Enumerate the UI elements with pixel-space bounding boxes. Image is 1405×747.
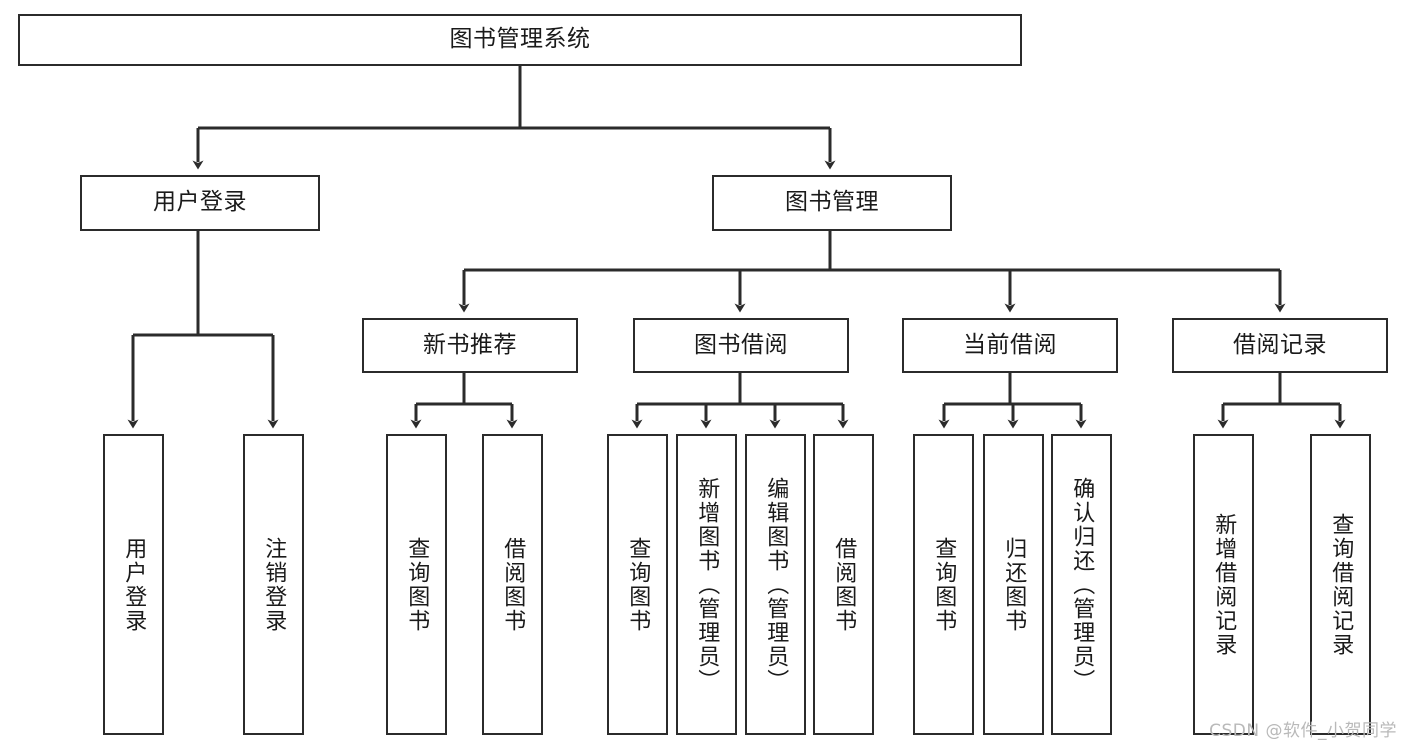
leaf-current-borrow-confirm-return-admin[interactable]: 确认归还（管理员）: [1051, 434, 1112, 735]
leaf-label: 新增图书（管理员）: [694, 476, 720, 693]
node-current-borrow-label: 当前借阅: [963, 331, 1057, 358]
node-book-management-label: 图书管理: [785, 189, 879, 216]
leaf-label: 编辑图书（管理员）: [763, 476, 789, 693]
node-root-label: 图书管理系统: [449, 26, 591, 53]
node-borrow-record-label: 借阅记录: [1233, 331, 1327, 358]
leaf-label: 归还图书: [1001, 536, 1027, 633]
node-root[interactable]: 图书管理系统: [18, 14, 1022, 66]
leaf-book-borrow-query-book[interactable]: 查询图书: [607, 434, 668, 735]
leaf-label: 用户登录: [121, 536, 147, 633]
leaf-label: 查询图书: [625, 536, 651, 633]
leaf-label: 借阅图书: [831, 536, 857, 633]
leaf-label: 查询图书: [404, 536, 430, 633]
leaf-current-borrow-query-book[interactable]: 查询图书: [913, 434, 974, 735]
leaf-user-login-login[interactable]: 用户登录: [103, 434, 164, 735]
node-book-borrow-label: 图书借阅: [694, 331, 788, 358]
node-new-book-recommend-label: 新书推荐: [423, 331, 517, 358]
node-borrow-record[interactable]: 借阅记录: [1172, 318, 1388, 373]
leaf-new-book-query-book[interactable]: 查询图书: [386, 434, 447, 735]
node-new-book-recommend[interactable]: 新书推荐: [362, 318, 578, 373]
leaf-label: 查询借阅记录: [1328, 512, 1354, 657]
leaf-borrow-record-add-record[interactable]: 新增借阅记录: [1193, 434, 1254, 735]
leaf-label: 确认归还（管理员）: [1069, 476, 1095, 693]
leaf-user-login-logout[interactable]: 注销登录: [243, 434, 304, 735]
leaf-book-borrow-add-book-admin[interactable]: 新增图书（管理员）: [676, 434, 737, 735]
node-current-borrow[interactable]: 当前借阅: [902, 318, 1118, 373]
node-user-login-label: 用户登录: [153, 189, 247, 216]
node-book-borrow[interactable]: 图书借阅: [633, 318, 849, 373]
leaf-book-borrow-borrow-book[interactable]: 借阅图书: [813, 434, 874, 735]
leaf-borrow-record-query-record[interactable]: 查询借阅记录: [1310, 434, 1371, 735]
leaf-label: 借阅图书: [500, 536, 526, 633]
watermark-text: CSDN @软件_小贺同学: [1209, 721, 1397, 741]
leaf-label: 注销登录: [261, 536, 287, 633]
leaf-new-book-borrow-book[interactable]: 借阅图书: [482, 434, 543, 735]
leaf-current-borrow-return-book[interactable]: 归还图书: [983, 434, 1044, 735]
node-user-login[interactable]: 用户登录: [80, 175, 320, 231]
leaf-book-borrow-edit-book-admin[interactable]: 编辑图书（管理员）: [745, 434, 806, 735]
leaf-label: 查询图书: [931, 536, 957, 633]
node-book-management[interactable]: 图书管理: [712, 175, 952, 231]
leaf-label: 新增借阅记录: [1211, 512, 1237, 657]
